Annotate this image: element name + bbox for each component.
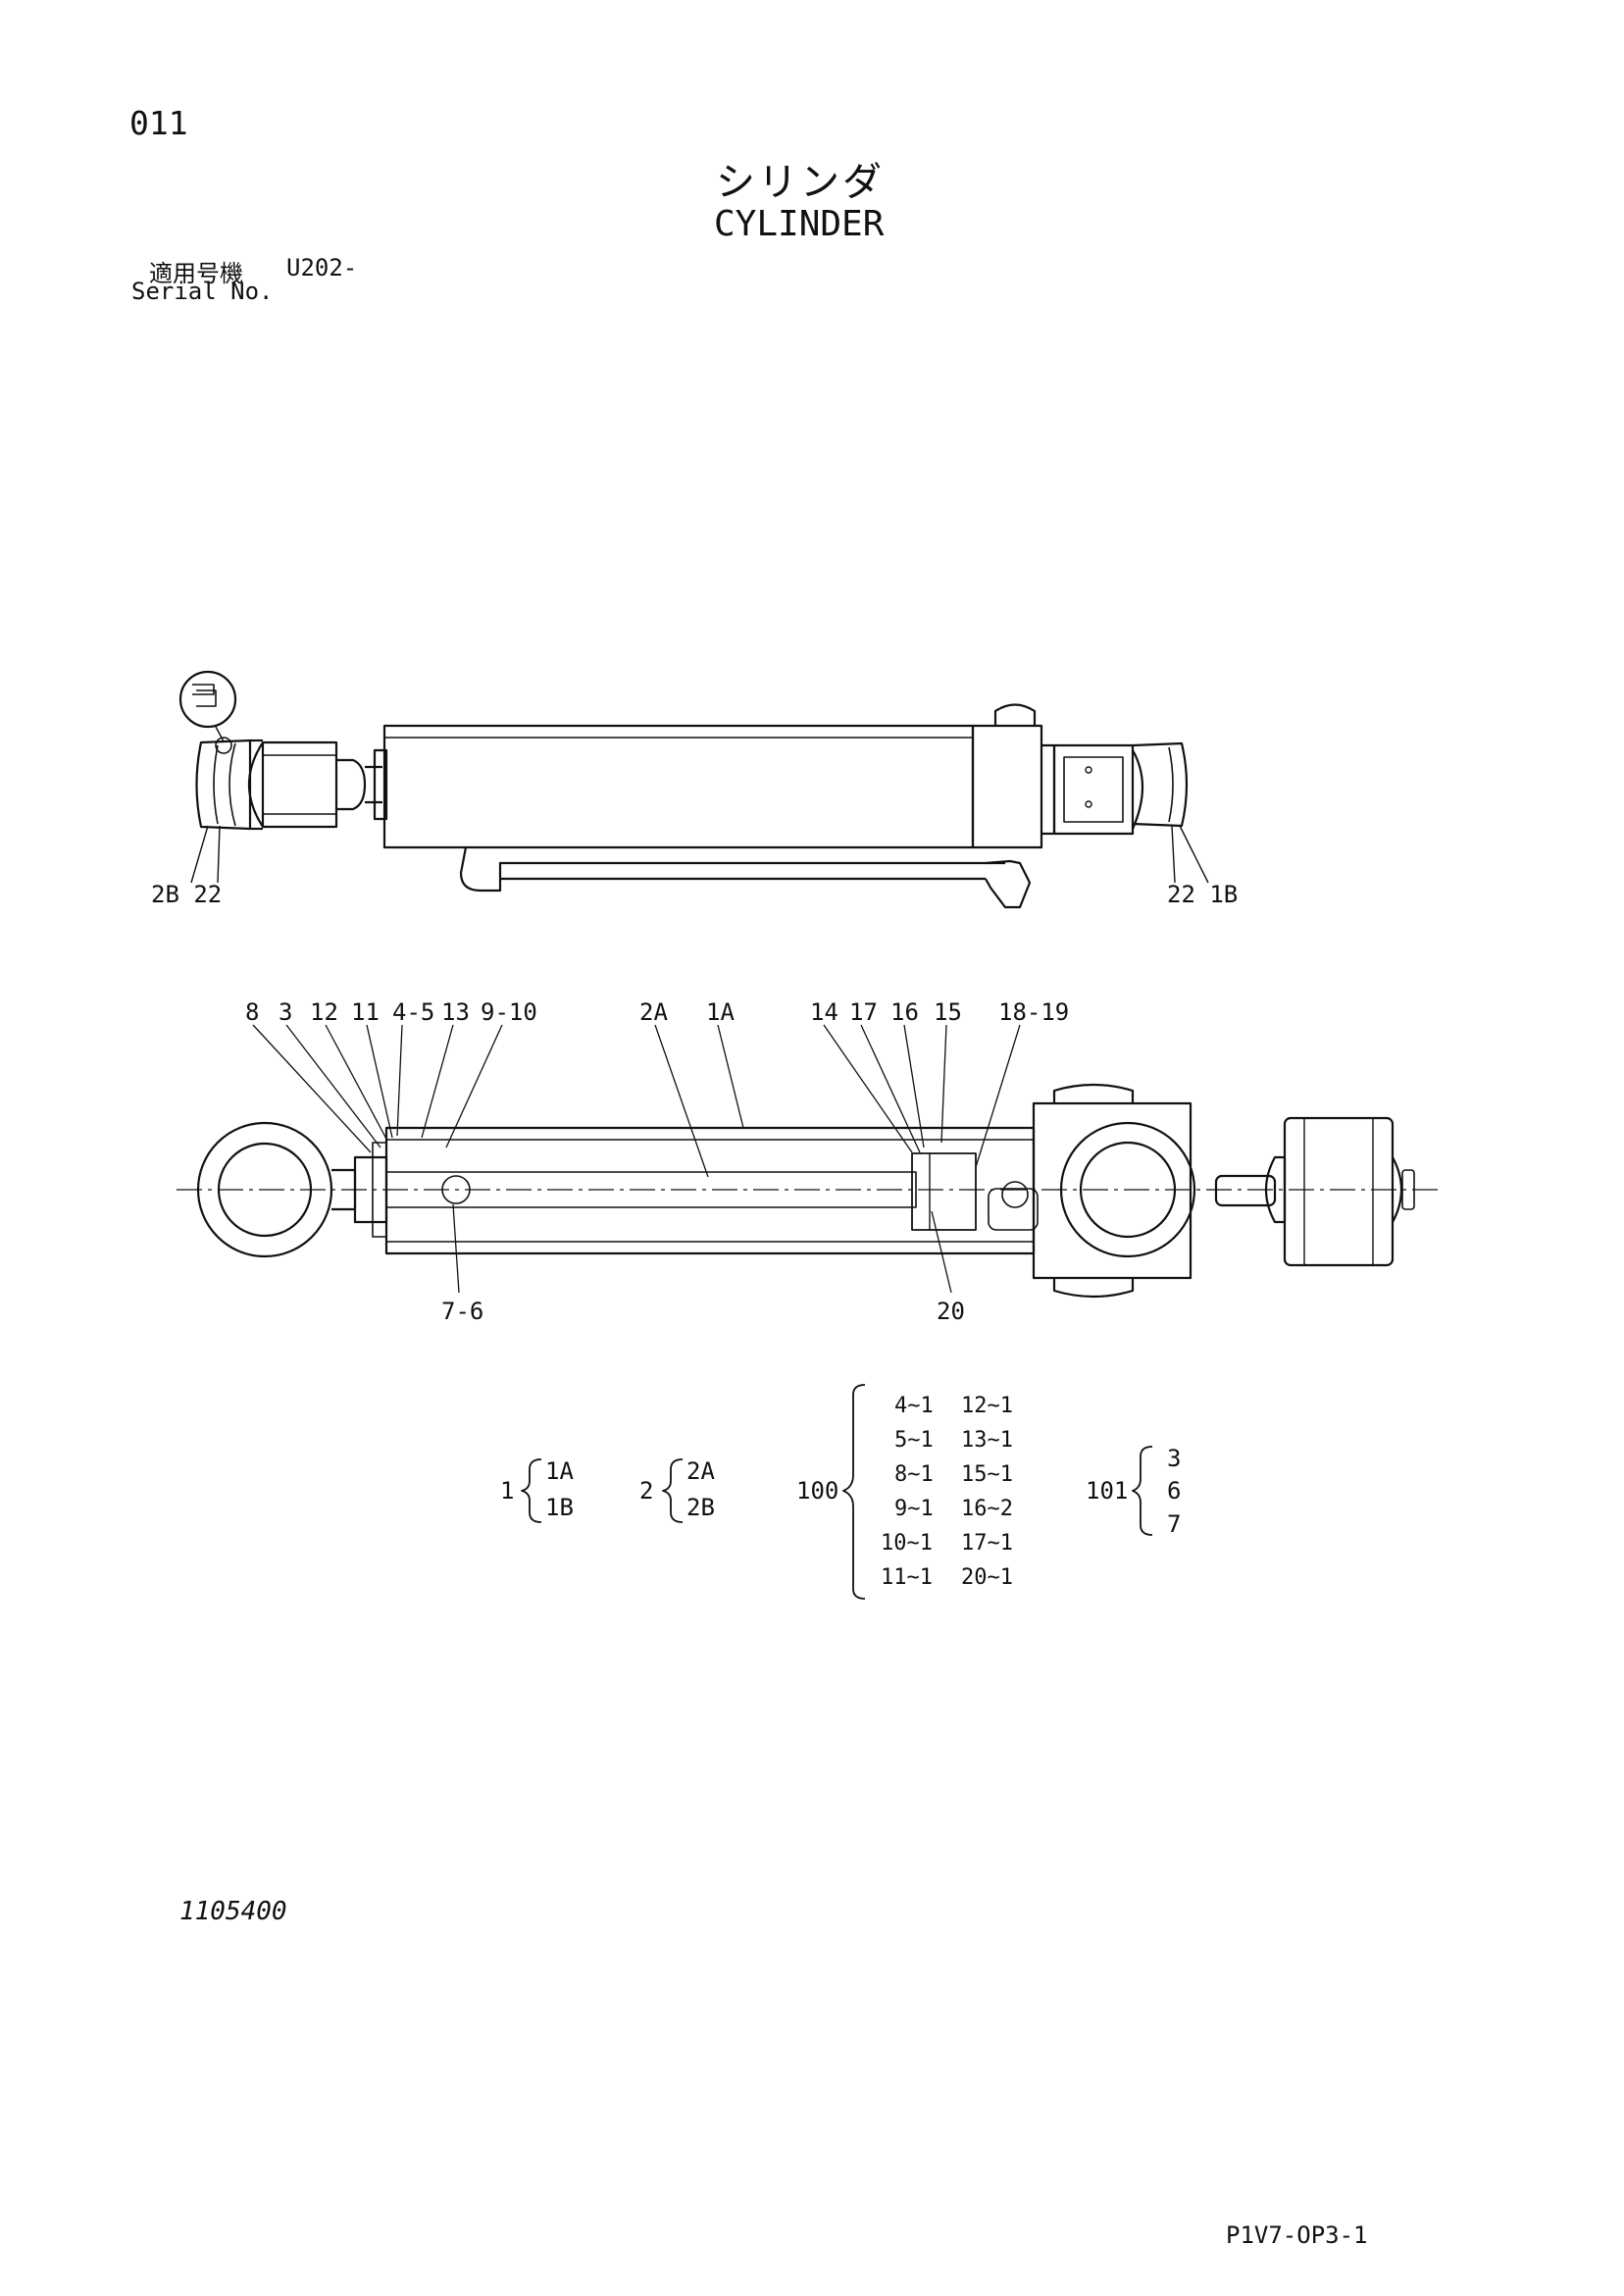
serial-label-english: Serial No. [131, 278, 274, 305]
section-label-1A: 1A [706, 998, 735, 1026]
assembly-100-part: 9~1 [894, 1497, 934, 1521]
section-label-20: 20 [937, 1298, 965, 1325]
assembly-2-id: 2 [639, 1477, 653, 1505]
assembly-2-part: 2B [686, 1494, 715, 1521]
section-label-12: 12 [310, 998, 338, 1026]
assembly-1-part: 1B [545, 1494, 574, 1521]
assembly-100-part: 15~1 [961, 1462, 1013, 1487]
section-label-3: 3 [279, 998, 292, 1026]
assembly-braces [521, 1384, 1153, 1600]
assembly-1-part: 1A [545, 1457, 574, 1485]
assembly-100-part: 5~1 [894, 1428, 934, 1453]
section-label-13: 13 [441, 998, 470, 1026]
assembly-100-part: 13~1 [961, 1428, 1013, 1453]
drawing-number: 1105400 [179, 1897, 287, 1926]
section-label-18-19: 18-19 [998, 998, 1069, 1026]
top-view-label-right: 22 1B [1167, 881, 1238, 908]
section-label-4-5: 4-5 [392, 998, 434, 1026]
assembly-1-id: 1 [500, 1477, 514, 1505]
assembly-101-id: 101 [1086, 1477, 1128, 1505]
top-view-drawing [178, 670, 1209, 909]
section-view-drawing [177, 1024, 1442, 1299]
assembly-101-part: 3 [1167, 1445, 1181, 1472]
assembly-100-id: 100 [796, 1477, 838, 1505]
page-code: 011 [129, 104, 188, 142]
assembly-100-part: 4~1 [894, 1394, 934, 1418]
assembly-101-part: 6 [1167, 1477, 1181, 1505]
assembly-100-part: 10~1 [881, 1531, 933, 1556]
section-label-14: 14 [810, 998, 838, 1026]
section-label-16: 16 [890, 998, 919, 1026]
section-label-9-10: 9-10 [481, 998, 537, 1026]
sheet-code: P1V7-OP3-1 [1226, 2221, 1368, 2249]
title-japanese: シリンダ [716, 160, 885, 205]
serial-value: U202- [286, 254, 358, 281]
detail-circle [178, 670, 237, 729]
section-label-8: 8 [245, 998, 259, 1026]
assembly-101-part: 7 [1167, 1510, 1181, 1538]
assembly-100-part: 16~2 [961, 1497, 1013, 1521]
assembly-100-part: 12~1 [961, 1394, 1013, 1418]
section-label-15: 15 [934, 998, 962, 1026]
left-rod-eye [196, 1121, 333, 1258]
serial-label-japanese: 適用号機 [149, 260, 243, 287]
assembly-100-part: 11~1 [881, 1565, 933, 1590]
assembly-100-part: 8~1 [894, 1462, 934, 1487]
assembly-100-part: 20~1 [961, 1565, 1013, 1590]
assembly-2-part: 2A [686, 1457, 715, 1485]
section-label-2A: 2A [639, 998, 668, 1026]
assembly-100-part: 17~1 [961, 1531, 1013, 1556]
title-english: CYLINDER [714, 204, 885, 244]
section-label-17: 17 [849, 998, 878, 1026]
section-label-7-6: 7-6 [441, 1298, 483, 1325]
head-eye [1059, 1121, 1196, 1258]
top-view-label-left: 2B 22 [151, 881, 222, 908]
section-label-11: 11 [351, 998, 380, 1026]
